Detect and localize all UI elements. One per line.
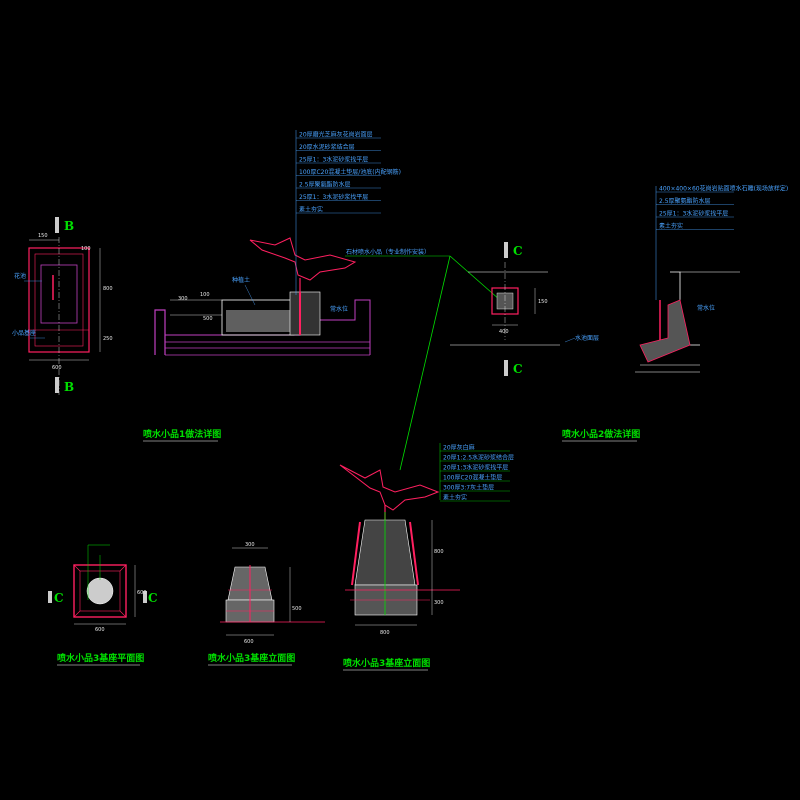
- detail-3-plan-title: 喷水小品3基座平面图: [57, 652, 144, 664]
- label-edge: 水池面层: [575, 334, 599, 342]
- svg-text:300: 300: [434, 600, 444, 606]
- detail-1-layer-list: 20厚磨光芝麻灰花岗岩面层 20厚水泥砂浆结合层 25厚1：3水泥砂浆找平层 100厚…: [296, 131, 401, 214]
- detail-2-section: 400×400×60花岗岩贴面喷水石雕(现场放样定) 2.5厚聚氨酯防水层 25厚1…: [562, 185, 788, 442]
- detail-3-layer-list: 20厚灰白麻 20厚1:2.5水泥砂浆结合层 20厚1:3水泥砂浆找平层 100厚C2…: [440, 444, 514, 502]
- bird-sculpture-1: [249, 237, 357, 281]
- svg-text:300: 300: [245, 542, 255, 548]
- layer-label: 400×400×60花岗岩贴面喷水石雕(现场放样定): [659, 185, 788, 193]
- svg-text:600: 600: [137, 590, 147, 596]
- layer-label: 20厚磨光芝麻灰花岗岩面层: [299, 131, 373, 139]
- svg-text:600: 600: [52, 365, 62, 371]
- section-marker-b-bottom: [55, 377, 59, 393]
- detail-1-section: 300 100 500 种植土 常水位 20厚磨光芝麻灰花岗岩面层 20厚水泥砂浆…: [143, 130, 450, 442]
- svg-text:800: 800: [380, 630, 390, 636]
- svg-text:150: 150: [538, 299, 548, 305]
- detail-3-section-title: 喷水小品3基座立面图: [343, 657, 430, 669]
- detail-2-title: 喷水小品2做法详图: [562, 428, 640, 440]
- label-feature-1: 石材喷水小品（专业制作安装）: [346, 248, 430, 256]
- section-letter-b-top: B: [64, 219, 74, 233]
- layer-label: 20厚灰白麻: [443, 444, 475, 452]
- layer-label: 20厚水泥砂浆结合层: [299, 143, 355, 151]
- svg-text:800: 800: [434, 549, 444, 555]
- label-water-level-2: 常水位: [697, 304, 715, 312]
- svg-text:800: 800: [103, 286, 113, 292]
- label-water-level-1: 常水位: [330, 305, 348, 313]
- bird-sculpture-3: [339, 464, 440, 511]
- section-letter-c-plan-right: C: [148, 591, 158, 605]
- svg-text:100: 100: [81, 246, 91, 252]
- label-soil: 种植土: [232, 276, 250, 284]
- layer-label: 素土夯实: [659, 222, 683, 230]
- feature-base-1: [289, 291, 321, 336]
- layer-label: 素土夯实: [443, 494, 467, 502]
- label-feature-base: 小品基座: [12, 329, 36, 337]
- svg-text:600: 600: [244, 639, 254, 645]
- planting-soil-1: [226, 310, 290, 332]
- section-marker-b-top: [55, 217, 59, 233]
- stone-core-3: [86, 577, 114, 605]
- section-marker-c-bottom: [504, 360, 508, 376]
- svg-text:500: 500: [292, 606, 302, 612]
- svg-text:150: 150: [38, 233, 48, 239]
- layer-label: 300厚3:7灰土垫层: [443, 484, 494, 492]
- layer-label: 素土夯实: [299, 206, 323, 214]
- layer-label: 20厚1:2.5水泥砂浆结合层: [443, 454, 514, 462]
- section-letter-c-plan-left: C: [54, 591, 64, 605]
- layer-label: 25厚1：3水泥砂浆找平层: [299, 193, 368, 201]
- svg-text:500: 500: [203, 316, 213, 322]
- detail-c-plan: C C 400 150 水池面层: [450, 242, 599, 376]
- layer-label: 2.5厚聚氨酯防水层: [659, 197, 711, 205]
- plan-view-1: B B 花池 小品基座 600 800 250 150 100: [12, 217, 113, 395]
- plan-view-3: C C 600 600 喷水小品3基座平面图: [48, 544, 158, 666]
- section-view-3: 800 800 300 20厚灰白麻 20厚1:2.5水泥砂浆结合层 20厚1:3水…: [339, 443, 514, 671]
- svg-text:300: 300: [178, 296, 188, 302]
- svg-text:100: 100: [200, 292, 210, 298]
- layer-label: 100厚C20混凝土垫层: [443, 474, 502, 482]
- detail-1-title: 喷水小品1做法详图: [143, 428, 221, 440]
- svg-text:400: 400: [499, 329, 509, 335]
- green-leader-cross: [399, 255, 451, 471]
- detail-3-elev-title: 喷水小品3基座立面图: [208, 652, 295, 664]
- wall-2: [639, 299, 691, 363]
- elevation-view-3: 300 600 500 喷水小品3基座立面图: [208, 542, 325, 666]
- layer-label: 100厚C20混凝土垫层/池底(内配钢筋): [299, 168, 401, 176]
- layer-label: 2.5厚聚氨酯防水层: [299, 181, 351, 189]
- section-letter-b-bottom: B: [64, 380, 74, 394]
- layer-label: 20厚1:3水泥砂浆找平层: [443, 464, 508, 472]
- label-planter: 花池: [14, 272, 26, 280]
- section-marker-c-top: [504, 242, 508, 258]
- detail-2-layer-list: 400×400×60花岗岩贴面喷水石雕(现场放样定) 2.5厚聚氨酯防水层 25厚1…: [656, 185, 788, 230]
- svg-text:600: 600: [95, 627, 105, 633]
- section-letter-c-bottom: C: [513, 362, 523, 376]
- layer-label: 25厚1：3水泥砂浆找平层: [659, 210, 728, 218]
- svg-text:250: 250: [103, 336, 113, 342]
- section-letter-c-top: C: [513, 244, 523, 258]
- layer-label: 25厚1：3水泥砂浆找平层: [299, 156, 368, 164]
